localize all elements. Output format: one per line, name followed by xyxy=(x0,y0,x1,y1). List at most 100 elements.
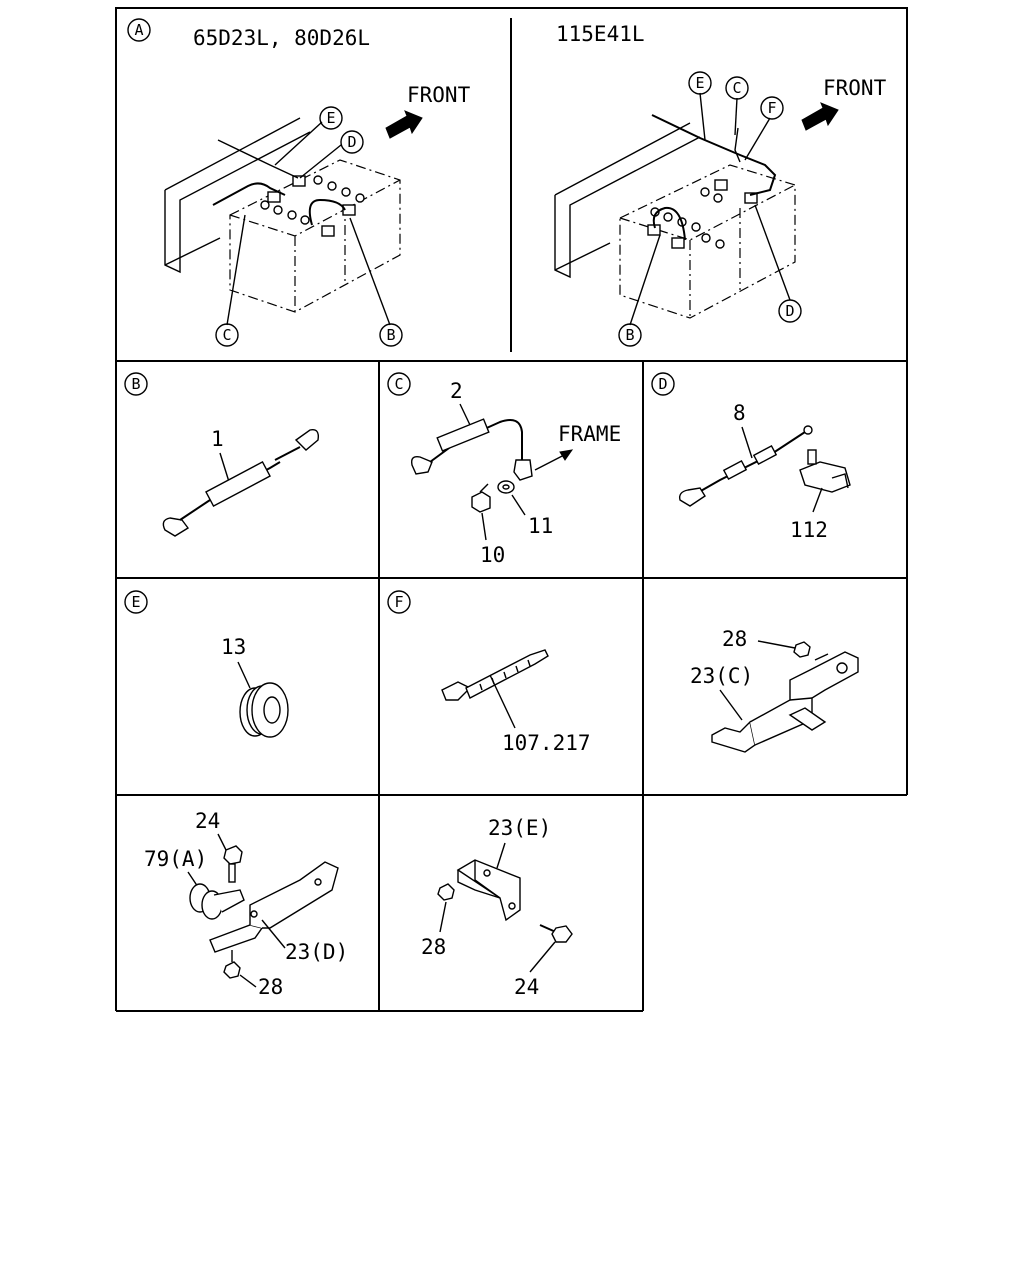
battery-assembly-left xyxy=(164,117,401,326)
callout-c-left: C xyxy=(215,323,239,347)
cable-tie-part xyxy=(441,649,549,701)
bracket-d-part xyxy=(209,861,339,953)
svg-text:F: F xyxy=(767,99,776,117)
leader-28-i xyxy=(439,901,447,933)
callout-f-right: F xyxy=(760,96,784,120)
nut-part-h xyxy=(223,961,241,979)
front-arrow-right-icon xyxy=(801,102,839,131)
panel-f: F 107.217 xyxy=(387,590,591,755)
panel-a: A 65D23L, 80D26L 115E41L FRONT FRONT xyxy=(127,18,887,347)
svg-text:D: D xyxy=(785,302,794,320)
panel-i: 23(E) 28 24 xyxy=(421,816,573,999)
svg-text:C: C xyxy=(222,326,231,344)
leader-28-h xyxy=(239,974,257,988)
svg-text:A: A xyxy=(134,21,143,39)
grommet-part xyxy=(239,682,289,738)
svg-text:B: B xyxy=(625,326,634,344)
front-label-left: FRONT xyxy=(407,83,471,107)
leader-107-217 xyxy=(489,674,516,729)
panel-grid xyxy=(115,7,908,1012)
svg-text:D: D xyxy=(347,133,356,151)
panel-e: E 13 xyxy=(124,590,289,738)
svg-text:B: B xyxy=(386,326,395,344)
panel-h: 24 79(A) 23(D) 28 xyxy=(144,809,348,999)
washer-part xyxy=(497,480,515,494)
part-number-23e: 23(E) xyxy=(488,816,551,840)
part-number-112: 112 xyxy=(790,518,828,542)
part-number-1: 1 xyxy=(211,427,224,451)
clamp-79a-part xyxy=(189,883,245,920)
terminal-clamp-part xyxy=(799,449,851,493)
panel-e-marker: E xyxy=(124,590,148,614)
nut-part-g xyxy=(793,641,811,658)
leader-23d xyxy=(261,919,286,949)
model-label-left: 65D23L, 80D26L xyxy=(193,26,370,50)
bolt-part xyxy=(471,483,491,513)
panel-d-marker: D xyxy=(651,372,675,396)
part-number-11: 11 xyxy=(528,514,553,538)
bracket-c-part xyxy=(711,651,859,753)
part-number-8: 8 xyxy=(733,401,746,425)
callout-d-left: D xyxy=(340,130,364,154)
panel-d: D 8 112 xyxy=(651,372,851,542)
svg-text:B: B xyxy=(131,375,140,393)
bolt-part-i xyxy=(539,924,573,943)
leader-11 xyxy=(511,494,526,516)
battery-terminal-cable-part xyxy=(678,425,813,507)
part-number-2: 2 xyxy=(450,379,463,403)
panel-b: B 1 xyxy=(124,372,320,537)
svg-text:C: C xyxy=(394,375,403,393)
front-arrow-left-icon xyxy=(385,110,423,139)
bolt-part-h xyxy=(223,845,243,883)
part-number-79a: 79(A) xyxy=(144,847,207,871)
part-number-10: 10 xyxy=(480,543,505,567)
bracket-e-part xyxy=(456,859,521,922)
panel-c-marker: C xyxy=(387,372,411,396)
panel-a-marker: A xyxy=(127,18,151,42)
leader-13 xyxy=(237,661,251,689)
callout-e-left: E xyxy=(319,106,343,130)
callout-d-right: D xyxy=(778,299,802,323)
leader-24-i xyxy=(529,941,556,973)
model-label-right: 115E41L xyxy=(556,22,645,46)
svg-text:E: E xyxy=(131,593,140,611)
panel-b-marker: B xyxy=(124,372,148,396)
panel-g: 28 23(C) xyxy=(690,627,859,753)
part-number-28-h: 28 xyxy=(258,975,283,999)
leader-2 xyxy=(459,403,471,426)
leader-112 xyxy=(812,487,823,513)
svg-text:F: F xyxy=(394,593,403,611)
part-number-28-i: 28 xyxy=(421,935,446,959)
leader-24-h xyxy=(217,833,227,851)
callout-b-left: B xyxy=(379,323,403,347)
leader-10 xyxy=(481,512,487,541)
callout-b-right: B xyxy=(618,323,642,347)
leader-23e xyxy=(496,842,506,869)
part-number-23d: 23(D) xyxy=(285,940,348,964)
part-number-23c: 23(C) xyxy=(690,664,753,688)
svg-text:D: D xyxy=(658,375,667,393)
battery-cable-part xyxy=(162,429,320,537)
part-number-24-h: 24 xyxy=(195,809,220,833)
leader-28-g xyxy=(757,640,796,649)
svg-text:E: E xyxy=(695,74,704,92)
part-number-13: 13 xyxy=(221,635,246,659)
nut-part-i xyxy=(437,883,455,901)
callout-e-right: E xyxy=(688,71,712,95)
svg-text:C: C xyxy=(732,79,741,97)
ground-cable-part xyxy=(410,418,533,481)
panel-f-marker: F xyxy=(387,590,411,614)
part-number-28-g: 28 xyxy=(722,627,747,651)
part-number-24-i: 24 xyxy=(514,975,539,999)
frame-label: FRAME xyxy=(558,422,621,446)
svg-text:E: E xyxy=(326,109,335,127)
callout-c-right: C xyxy=(725,76,749,100)
front-label-right: FRONT xyxy=(823,76,887,100)
leader-8 xyxy=(741,426,753,459)
battery-assembly-right xyxy=(554,92,796,326)
panel-c: C 2 FRAME 11 10 xyxy=(387,372,621,567)
part-number-107-217: 107.217 xyxy=(502,731,591,755)
leader-23c xyxy=(719,689,743,721)
frame-arrowhead-icon xyxy=(559,449,574,461)
